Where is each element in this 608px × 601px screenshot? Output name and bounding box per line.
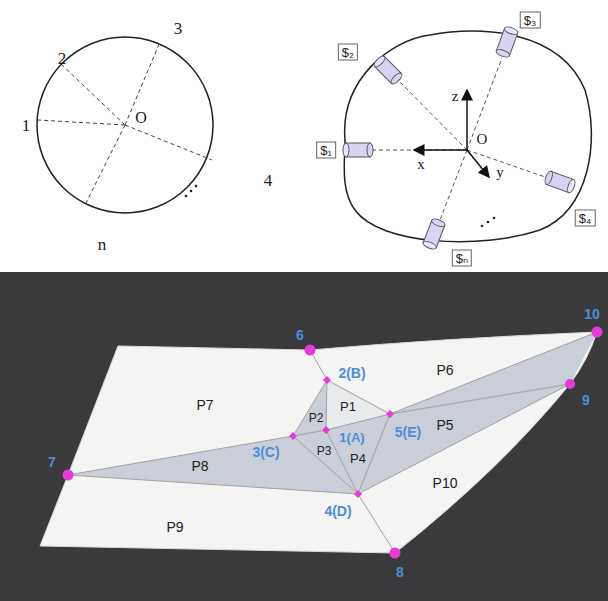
axis-label: x [417, 157, 425, 172]
point-label: 10 [584, 307, 600, 321]
point-label: 4(D) [324, 504, 351, 518]
point-label: 3(C) [252, 445, 279, 459]
point-label: 5(E) [395, 425, 421, 439]
panel-label: P5 [436, 418, 453, 432]
point-label: 9 [582, 393, 590, 407]
screw-label: $₃ [520, 12, 541, 29]
screw-figure [343, 26, 591, 251]
axis-label: O [477, 132, 488, 147]
point-label: 1(A) [339, 431, 364, 444]
panel-label: P1 [340, 400, 356, 413]
panel-label: P4 [350, 452, 366, 465]
folded-paper-photo [0, 272, 608, 601]
region-number: 1 [22, 117, 31, 134]
axis-label: y [496, 165, 504, 180]
circle-figure [37, 37, 213, 213]
screw-label: $ₙ [452, 250, 472, 267]
screw-label: $₄ [575, 210, 596, 227]
region-number: 2 [58, 50, 67, 67]
point-label: 8 [396, 565, 404, 579]
axis-label: O [135, 110, 147, 126]
screw-label: $₁ [316, 142, 336, 159]
region-number: n [98, 236, 107, 253]
screw-label: $₂ [338, 44, 358, 61]
region-number: 3 [174, 20, 183, 37]
point-label: 7 [48, 455, 56, 469]
panel-label: P7 [196, 398, 213, 412]
panel-label: P6 [436, 363, 453, 377]
point-label: 6 [296, 328, 304, 342]
axis-label: z [452, 89, 459, 104]
panel-label: P8 [191, 459, 208, 473]
panel-label: P10 [433, 476, 458, 490]
panel-label: P2 [309, 412, 324, 424]
panel-label: P3 [317, 445, 332, 457]
panel-label: P9 [166, 520, 183, 534]
point-label: 2(B) [338, 366, 365, 380]
region-number: 4 [264, 172, 273, 189]
